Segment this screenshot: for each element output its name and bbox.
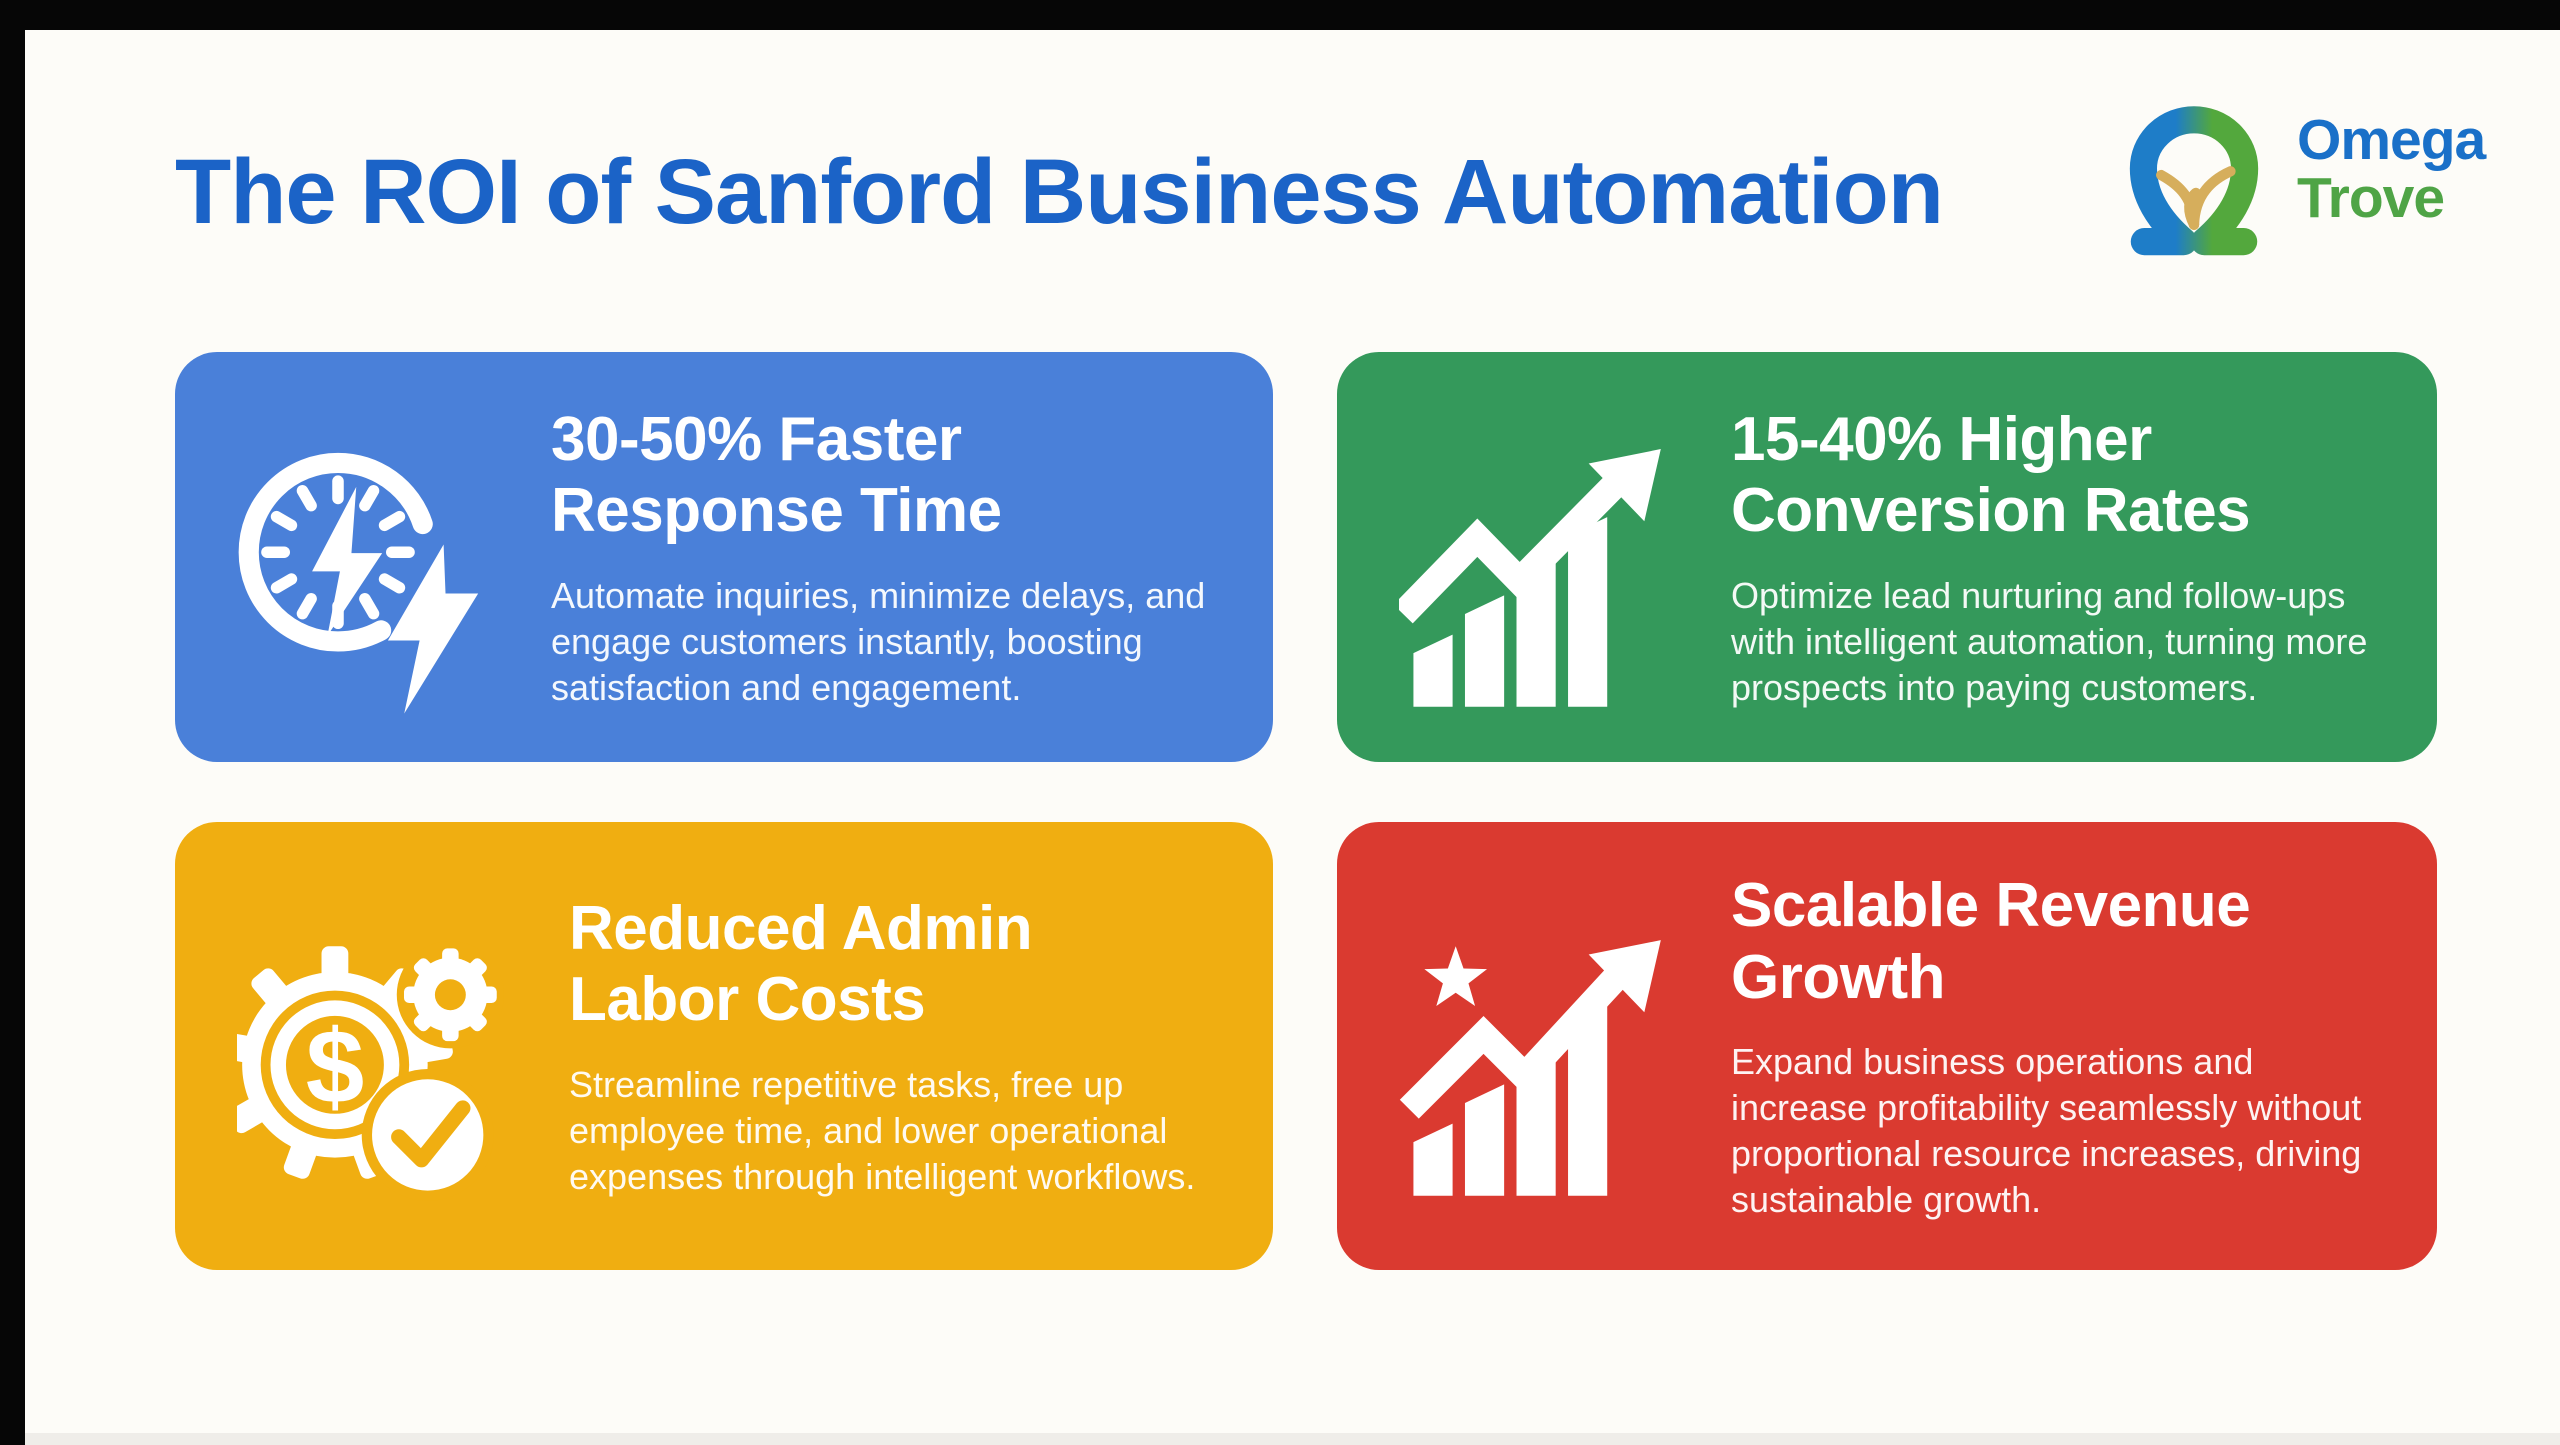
card-labor-costs: $ <box>175 822 1273 1270</box>
stopwatch-lightning-icon <box>237 437 487 725</box>
omega-logo-icon <box>2105 78 2283 260</box>
logo-text: Omega Trove <box>2297 107 2486 230</box>
card-text: Reduced Admin Labor Costs Streamline rep… <box>569 893 1273 1200</box>
growth-arrow-chart-icon <box>1399 447 1667 715</box>
card-body: Expand business operations and increase … <box>1731 1041 2362 1220</box>
star-growth-chart-icon <box>1399 936 1667 1204</box>
left-black-bar <box>0 0 25 1445</box>
card-body: Optimize lead nurturing and follow-ups w… <box>1731 575 2368 708</box>
card-title: Scalable Revenue Growth <box>1731 870 2251 1012</box>
card-text: Scalable Revenue Growth Expand business … <box>1731 870 2437 1223</box>
bottom-edge-strip <box>25 1433 2560 1445</box>
logo-word-trove: Trove <box>2297 166 2445 230</box>
card-text: 15-40% Higher Conversion Rates Optimize … <box>1731 404 2437 711</box>
gears-dollar-check-icon: $ <box>237 936 505 1204</box>
logo: Omega Trove <box>2105 78 2486 260</box>
card-body: Streamline repetitive tasks, free up emp… <box>569 1064 1196 1197</box>
card-conversion-rates: 15-40% Higher Conversion Rates Optimize … <box>1337 352 2437 762</box>
card-response-time: 30-50% Faster Response Time Automate inq… <box>175 352 1273 762</box>
card-title: 15-40% Higher Conversion Rates <box>1731 404 2251 546</box>
card-body: Automate inquiries, minimize delays, and… <box>551 575 1206 708</box>
card-text: 30-50% Faster Response Time Automate inq… <box>551 404 1267 711</box>
card-title: 30-50% Faster Response Time <box>551 404 1002 546</box>
page-title: The ROI of Sanford Business Automation <box>175 141 1944 243</box>
card-revenue-growth: Scalable Revenue Growth Expand business … <box>1337 822 2437 1270</box>
svg-text:$: $ <box>306 1008 364 1125</box>
card-title: Reduced Admin Labor Costs <box>569 893 1033 1035</box>
top-black-bar <box>0 0 2560 30</box>
logo-word-omega: Omega <box>2297 107 2486 172</box>
